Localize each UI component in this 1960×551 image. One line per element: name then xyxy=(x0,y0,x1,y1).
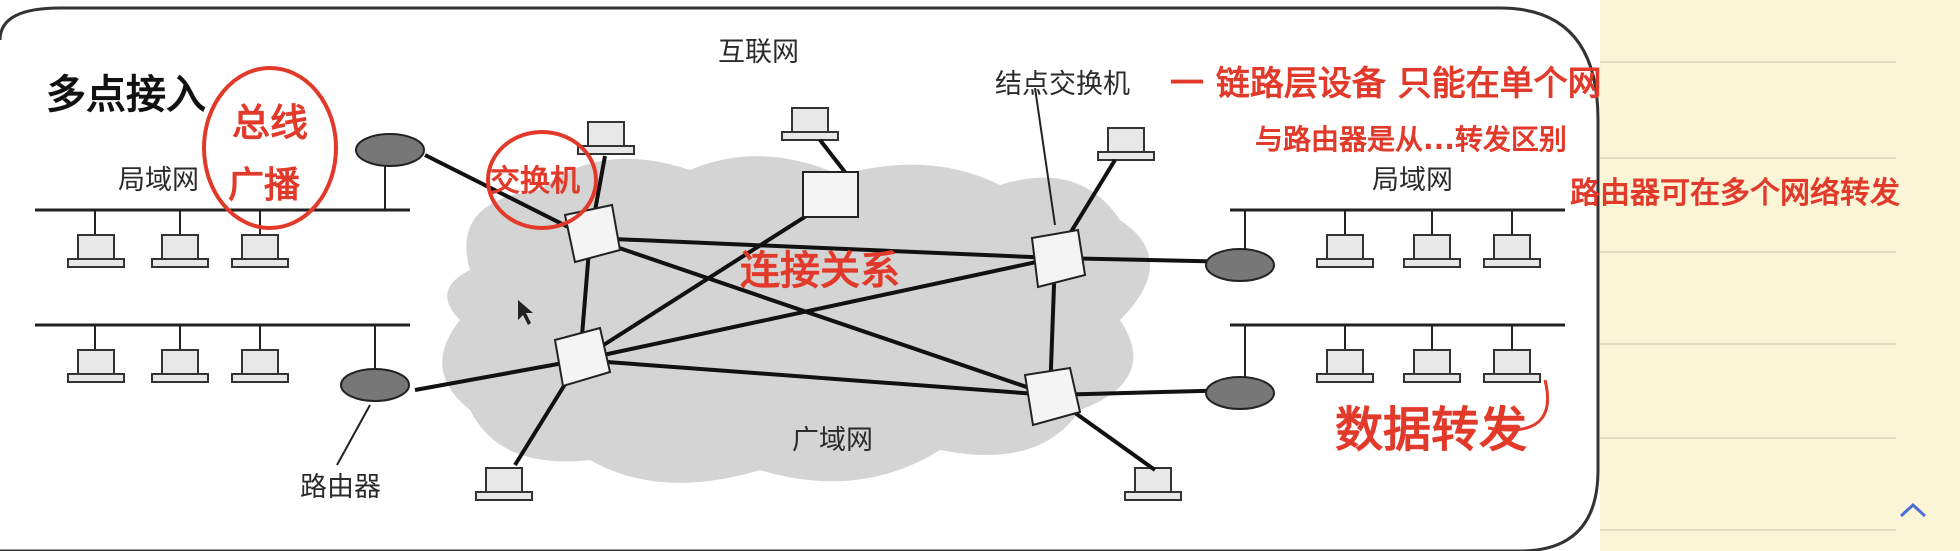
mouse-cursor-icon xyxy=(518,300,533,325)
router-pointer xyxy=(336,404,371,466)
routers xyxy=(340,133,1275,410)
computers xyxy=(67,107,1541,501)
annotation-data-forward: 数据转发 xyxy=(1335,402,1528,458)
label-lan-left: 局域网 xyxy=(118,165,199,196)
annotation-router-comparison: 与路由器是从...转发区别 xyxy=(1255,123,1567,156)
network-diagram-panel: 互联网 局域网 局域网 结点交换机 广域网 路由器 多点接入 总线 广播 交换机… xyxy=(0,0,1704,551)
chevron-up-icon[interactable] xyxy=(1899,502,1927,518)
label-router: 路由器 xyxy=(300,472,381,503)
label-node-switch: 结点交换机 xyxy=(995,69,1130,100)
annotation-multipoint: 多点接入 xyxy=(46,72,206,118)
annotation-connection: 连接关系 xyxy=(740,248,900,294)
notes-panel: 路由器可在多个网络转发 xyxy=(1570,0,1960,551)
annotation-circle-switch xyxy=(486,130,598,230)
label-wan: 广域网 xyxy=(792,425,873,456)
diagram-frame xyxy=(0,6,1600,551)
annotation-switch: 交换机 xyxy=(490,164,580,199)
node-switches xyxy=(553,171,1087,427)
label-lan-right: 局域网 xyxy=(1372,165,1453,196)
switch-pointer xyxy=(1034,87,1056,226)
label-internet: 互联网 xyxy=(718,37,799,68)
annotation-underline xyxy=(1487,379,1550,432)
annotation-router-multi: 路由器可在多个网络转发 xyxy=(1570,176,1900,211)
annotation-broadcast-line: 总线 xyxy=(232,101,309,145)
network-diagram xyxy=(0,6,1600,551)
ruled-lines xyxy=(1600,61,1927,531)
annotation-circle-bus xyxy=(202,66,338,230)
annotation-broadcast-tech: 广播 xyxy=(228,165,301,206)
lan-drops xyxy=(94,160,1513,380)
